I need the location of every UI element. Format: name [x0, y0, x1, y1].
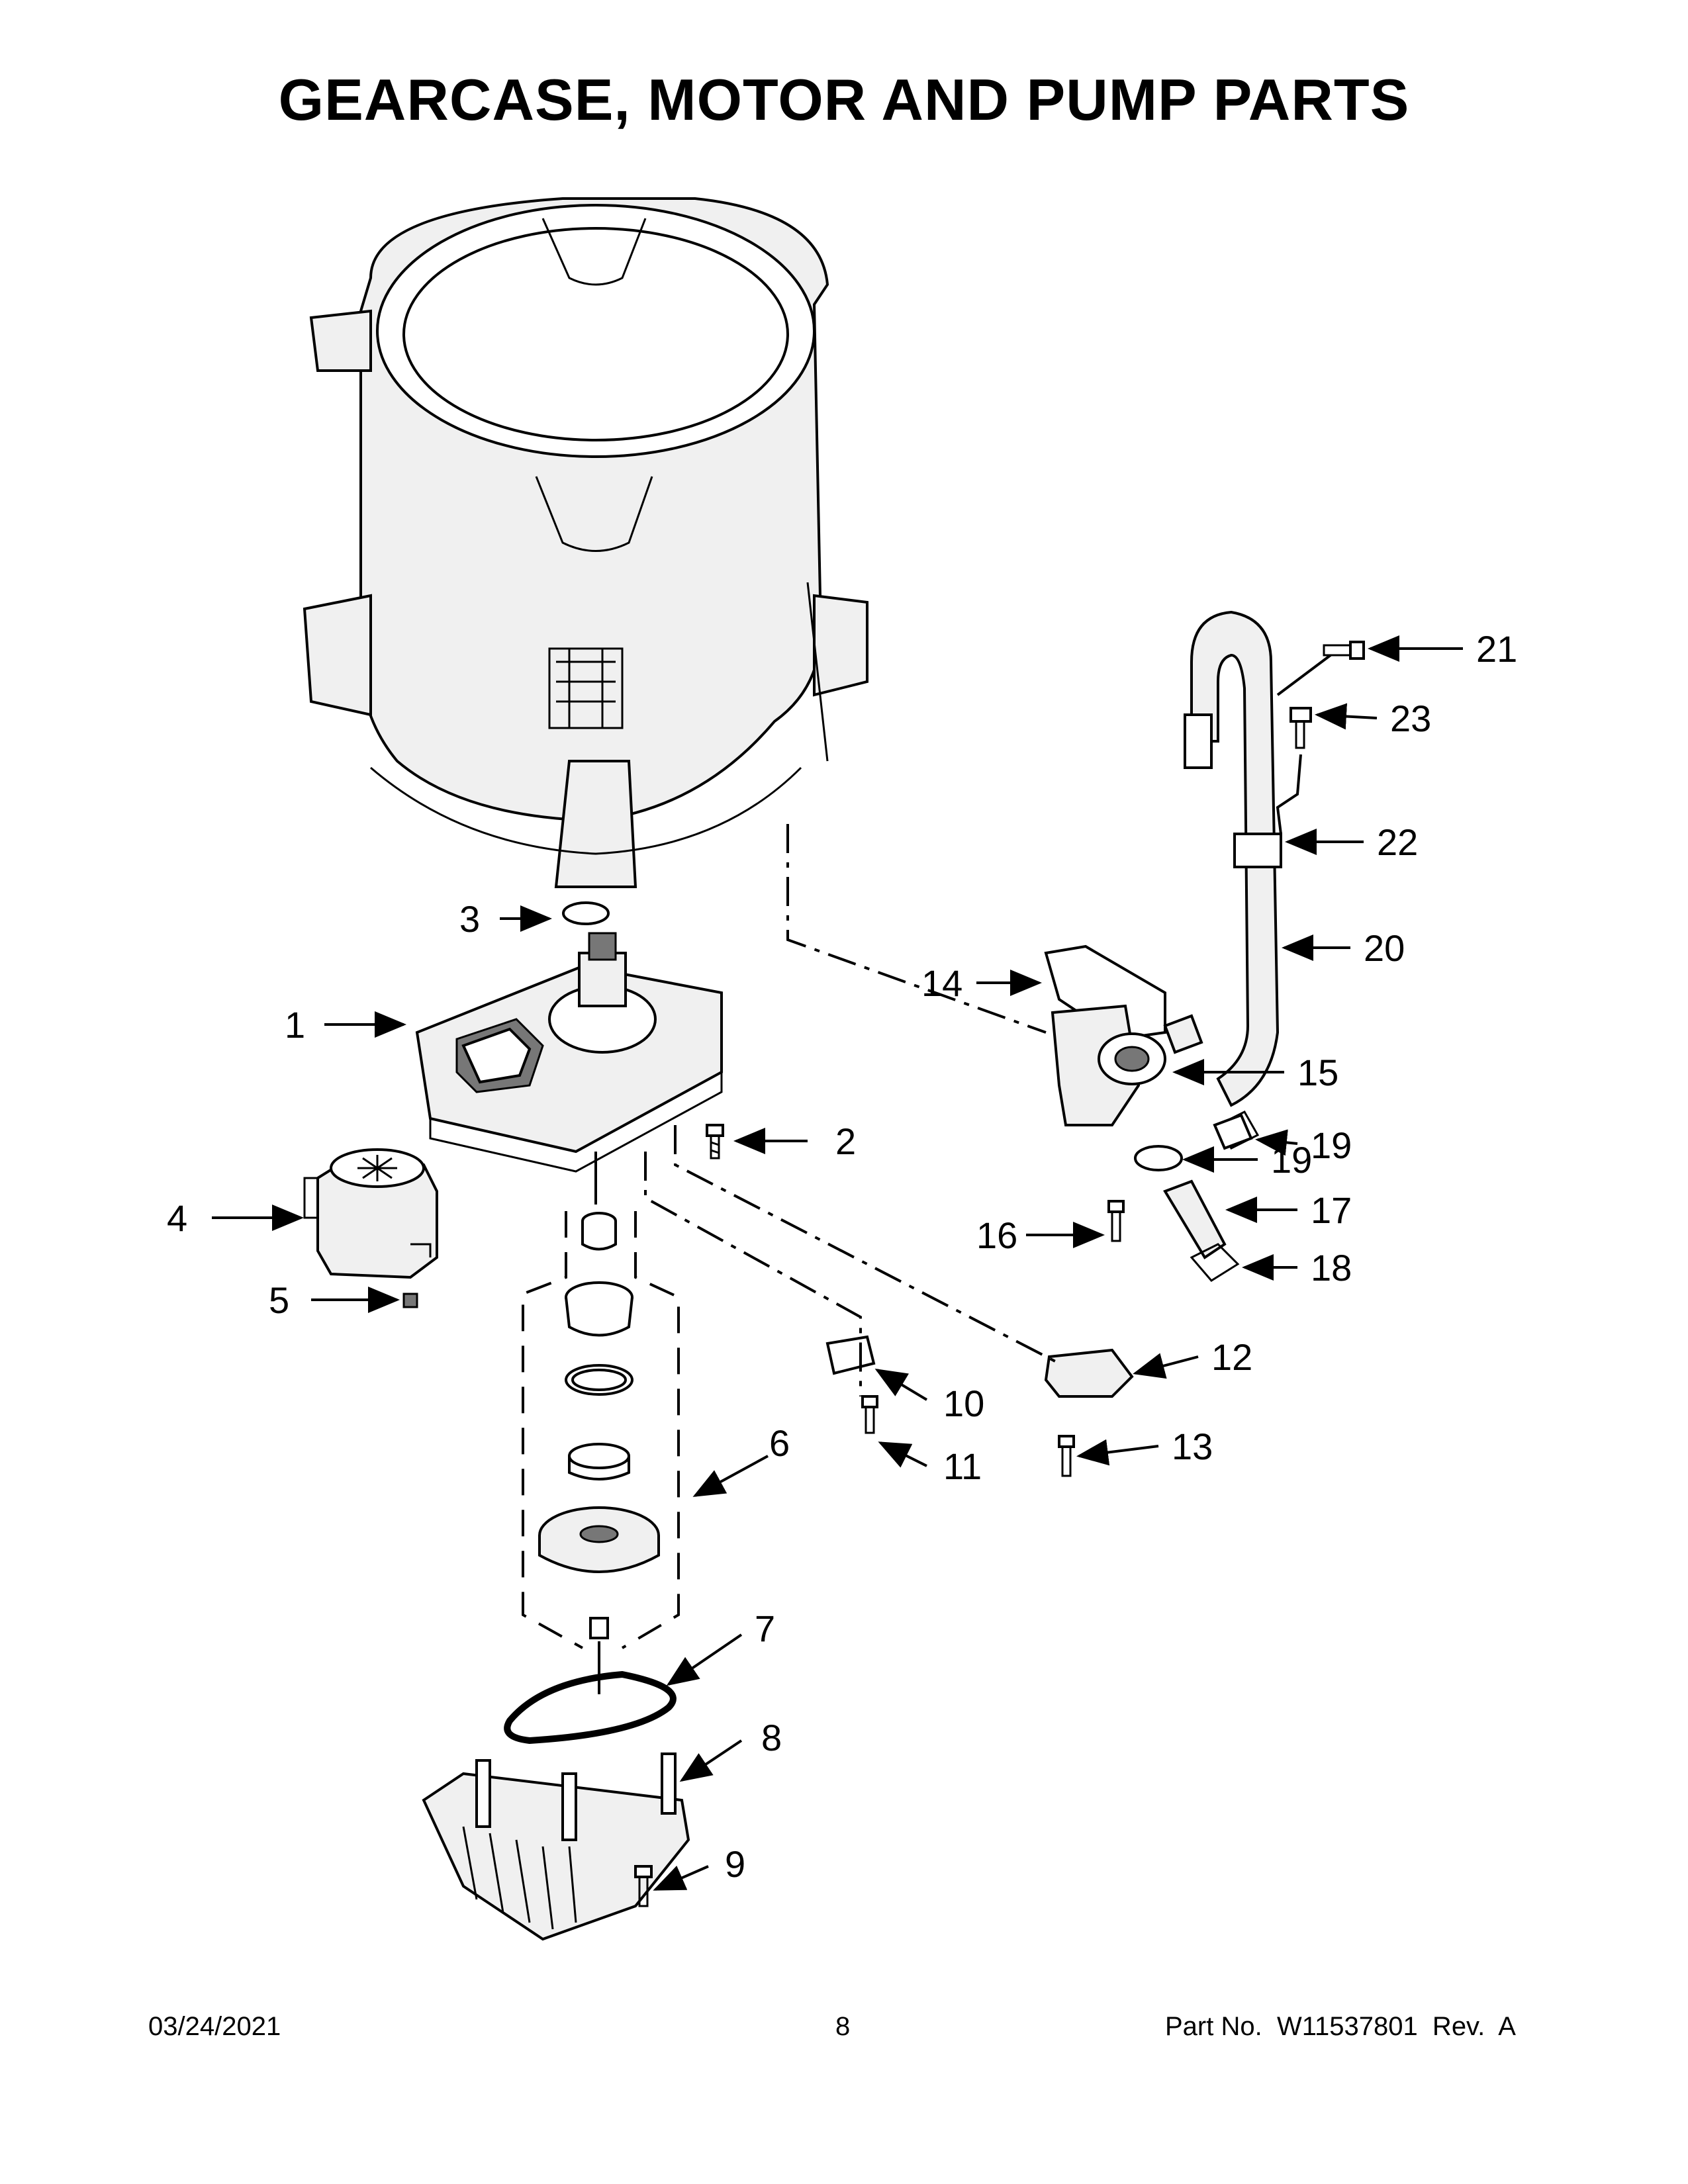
callout-17: 17: [1311, 1189, 1352, 1231]
callout-3: 3: [459, 898, 480, 940]
screw-9: [634, 1865, 653, 1907]
gearcase: [415, 932, 723, 1173]
callout-6: 6: [769, 1422, 790, 1464]
hose-clamp-18: [1190, 1243, 1240, 1282]
motor-nut: [402, 1293, 418, 1308]
screw-2: [706, 1124, 724, 1160]
tub-to-pump-line: [786, 824, 1047, 1034]
callout-20: 20: [1364, 927, 1405, 969]
callout-11: 11: [943, 1445, 982, 1487]
callout-5: 5: [269, 1279, 289, 1321]
drive-belt: [504, 1670, 677, 1745]
screw-23: [1289, 707, 1312, 749]
callout-2: 2: [835, 1120, 856, 1162]
footer-page-number: 8: [835, 2012, 851, 2041]
callout-arrows: [212, 635, 1463, 1891]
callout-1: 1: [285, 1004, 305, 1046]
drain-hose: [1184, 610, 1282, 1150]
hose-clamp-19b: [1134, 1145, 1183, 1171]
hose-clamp-19a: [1213, 1113, 1253, 1150]
outer-tub: [303, 197, 868, 888]
gearcase-to-sensor-line: [674, 1125, 1060, 1365]
callout-14: 14: [921, 962, 962, 1004]
callout-labels: 1 2 3 4 5 6 7 8 9 10 11 12 13 14 15 16 1…: [167, 628, 1517, 1885]
callout-13: 13: [1172, 1426, 1213, 1467]
pump-hose: [1163, 1179, 1227, 1259]
drive-motor: [303, 1148, 438, 1279]
callout-9: 9: [725, 1843, 745, 1885]
callout-12: 12: [1211, 1336, 1252, 1378]
callout-16: 16: [976, 1214, 1017, 1256]
drain-pump: [1051, 1004, 1203, 1126]
gearcase-to-actuator-line: [644, 1152, 862, 1396]
footer-date: 03/24/2021: [148, 2012, 281, 2041]
callout-10: 10: [943, 1383, 984, 1424]
callout-23: 23: [1390, 698, 1431, 739]
clutch-assembly: [522, 1152, 680, 1694]
callout-7: 7: [755, 1608, 775, 1649]
screw-11: [861, 1395, 878, 1434]
callout-18: 18: [1311, 1247, 1352, 1289]
callout-21: 21: [1476, 628, 1517, 670]
screw-21: [1323, 641, 1365, 660]
footer-part-number: Part No. W11537801 Rev. A: [1165, 2012, 1516, 2041]
o-ring: [562, 901, 610, 925]
speed-sensor: [1044, 1348, 1134, 1398]
callout-19b: 19: [1271, 1139, 1312, 1181]
lid-switch-actuator: [825, 1335, 876, 1375]
callout-22: 22: [1377, 821, 1418, 863]
callout-19a: 19: [1311, 1124, 1352, 1166]
base-shield: [422, 1752, 690, 1941]
callout-4: 4: [167, 1197, 187, 1239]
screw-16: [1107, 1200, 1125, 1242]
callout-8: 8: [761, 1717, 782, 1758]
callout-15: 15: [1297, 1052, 1338, 1093]
pump-gasket: [1044, 944, 1166, 1041]
page-title: GEARCASE, MOTOR AND PUMP PARTS: [278, 67, 1410, 132]
screw-13: [1058, 1435, 1075, 1477]
